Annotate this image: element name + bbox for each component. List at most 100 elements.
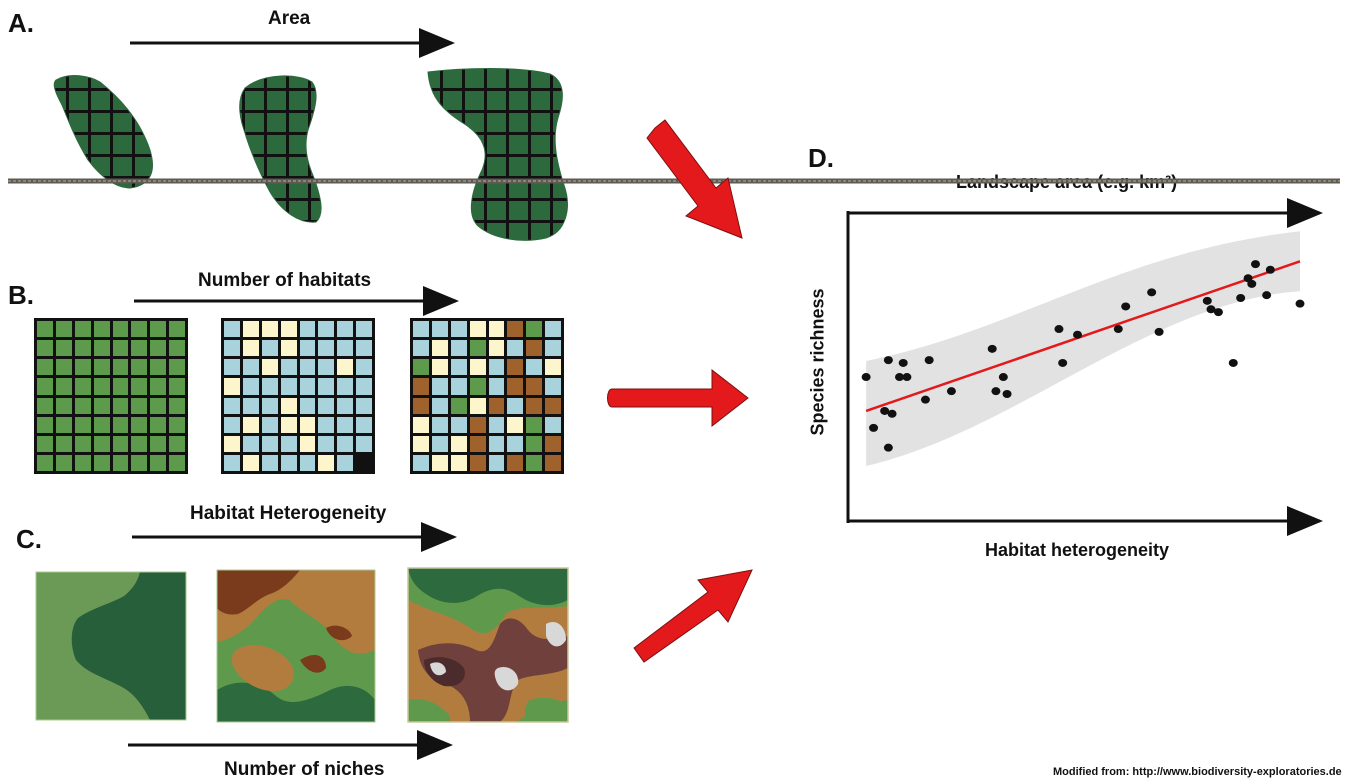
- data-point: [902, 373, 912, 382]
- habitat-cell: [261, 454, 278, 471]
- habitat-cell: [74, 321, 91, 338]
- data-point: [1247, 279, 1257, 288]
- habitat-cell: [413, 454, 429, 471]
- habitat-cell: [224, 435, 240, 452]
- habitat-cell: [242, 454, 259, 471]
- habitat-cell: [242, 416, 259, 433]
- habitat-cell: [356, 340, 372, 357]
- habitat-cell: [413, 340, 429, 357]
- habitat-cell: [337, 397, 354, 414]
- habitat-cell: [224, 378, 240, 395]
- habitat-cell: [469, 321, 486, 338]
- habitat-cell: [131, 321, 148, 338]
- habitat-cell: [299, 416, 316, 433]
- data-point: [1054, 325, 1064, 334]
- habitat-cell: [37, 454, 53, 471]
- habitat-cell: [74, 378, 91, 395]
- habitat-cell: [55, 359, 72, 376]
- habitat-cell: [37, 359, 53, 376]
- data-point: [998, 373, 1008, 382]
- trend-line: [865, 260, 1301, 413]
- habitat-cell: [55, 378, 72, 395]
- habitat-cell: [488, 340, 505, 357]
- habitat-cell: [37, 397, 53, 414]
- habitat-cell: [37, 435, 53, 452]
- data-point: [1251, 260, 1260, 269]
- habitat-cell: [74, 435, 91, 452]
- habitat-cell: [242, 340, 259, 357]
- habitat-cell: [507, 416, 524, 433]
- habitat-cell: [488, 416, 505, 433]
- habitat-cell: [169, 378, 185, 395]
- habitat-cell: [413, 378, 429, 395]
- panel-c-letter: C.: [16, 524, 42, 554]
- habitat-cell: [545, 340, 561, 357]
- habitat-cell: [337, 378, 354, 395]
- habitat-cell: [280, 397, 297, 414]
- habitat-cell: [112, 359, 129, 376]
- habitat-cell: [507, 340, 524, 357]
- habitat-cell: [299, 435, 316, 452]
- habitat-cell: [169, 416, 185, 433]
- habitat-cell: [150, 340, 167, 357]
- panel-d-letter: D.: [808, 143, 834, 173]
- habitat-cell: [112, 397, 129, 414]
- data-point: [1236, 294, 1246, 302]
- data-point: [1073, 330, 1082, 339]
- habitat-cell: [93, 378, 110, 395]
- habitat-grid-two: [221, 318, 375, 474]
- habitat-cell: [224, 416, 240, 433]
- habitat-cell: [413, 397, 429, 414]
- habitat-cell: [93, 416, 110, 433]
- habitat-cell: [112, 340, 129, 357]
- data-point: [924, 356, 934, 365]
- habitat-cell: [318, 321, 335, 338]
- habitat-cell: [112, 321, 129, 338]
- habitat-cell: [545, 435, 561, 452]
- habitat-cell: [261, 397, 278, 414]
- habitat-cell: [450, 435, 467, 452]
- island-medium: [239, 75, 322, 223]
- habitat-cell: [526, 416, 543, 433]
- habitat-cell: [112, 416, 129, 433]
- habitat-cell: [356, 397, 372, 414]
- habitat-cell: [224, 397, 240, 414]
- confidence-band: [866, 231, 1300, 466]
- habitat-cell: [469, 378, 486, 395]
- habitat-cell: [131, 435, 148, 452]
- habitat-cell: [280, 340, 297, 357]
- habitat-cell: [242, 321, 259, 338]
- habitat-cell: [337, 454, 354, 471]
- habitat-cell: [299, 359, 316, 376]
- habitat-cell: [37, 416, 53, 433]
- data-point: [1147, 288, 1157, 297]
- habitat-cell: [242, 378, 259, 395]
- habitat-cell: [450, 416, 467, 433]
- habitat-cell: [318, 454, 335, 471]
- habitat-cell: [488, 435, 505, 452]
- habitat-cell: [507, 397, 524, 414]
- habitat-cell: [337, 321, 354, 338]
- habitat-cell: [280, 435, 297, 452]
- panel-a-letter: A.: [8, 8, 34, 38]
- habitat-cell: [93, 454, 110, 471]
- habitat-cell: [112, 435, 129, 452]
- data-point: [946, 387, 956, 396]
- habitat-cell: [169, 435, 185, 452]
- habitat-cell: [507, 321, 524, 338]
- habitat-cell: [450, 340, 467, 357]
- habitat-cell: [280, 454, 297, 471]
- habitat-cell: [318, 378, 335, 395]
- habitat-cell: [337, 359, 354, 376]
- habitat-cell: [450, 454, 467, 471]
- habitat-cell: [93, 359, 110, 376]
- habitat-cell: [169, 359, 185, 376]
- habitat-cell: [55, 340, 72, 357]
- habitat-cell: [526, 378, 543, 395]
- habitat-cell: [488, 378, 505, 395]
- habitat-cell: [299, 397, 316, 414]
- habitat-cell: [93, 321, 110, 338]
- data-point: [883, 443, 893, 452]
- data-point: [1154, 327, 1164, 336]
